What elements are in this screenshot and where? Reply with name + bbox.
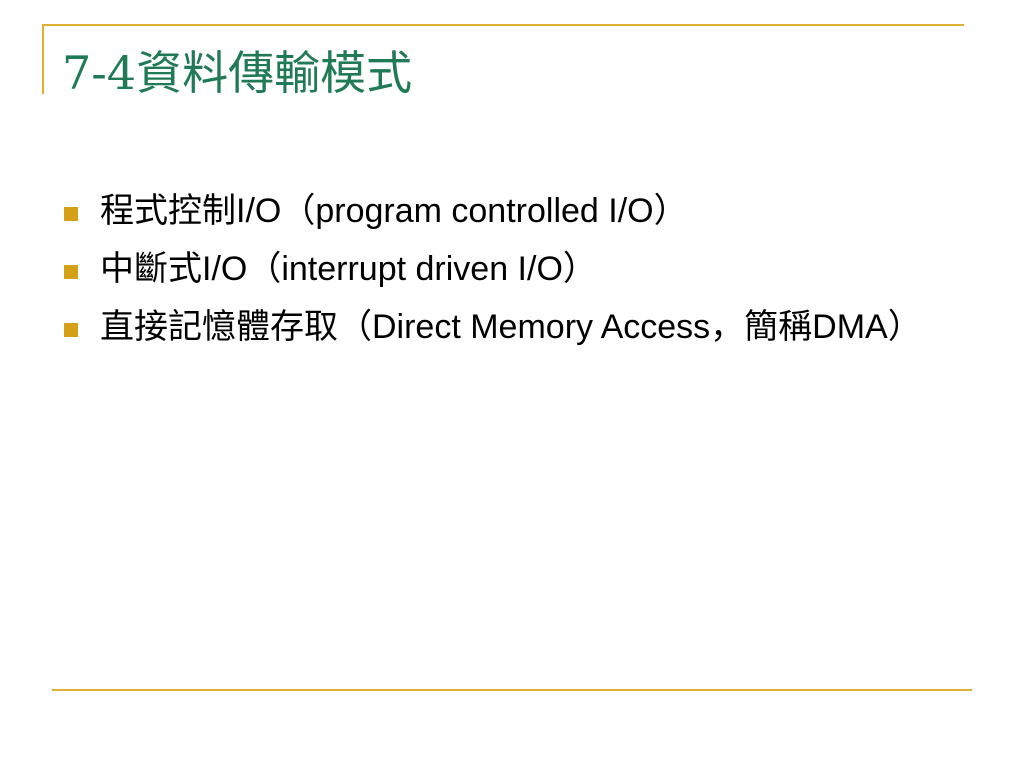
slide-title: 7-4資料傳輸模式 [62, 46, 413, 100]
square-bullet-icon [64, 265, 78, 279]
bullet-item: 中斷式I/O（interrupt driven I/O） [64, 246, 964, 292]
top-accent-line [42, 24, 964, 26]
square-bullet-icon [64, 323, 78, 337]
bullet-text: 中斷式I/O（interrupt driven I/O） [100, 250, 597, 288]
bullet-item: 直接記憶體存取（Direct Memory Access，簡稱DMA） [64, 304, 964, 350]
left-accent-line [42, 24, 44, 94]
bottom-accent-line [52, 689, 972, 691]
bullet-list: 程式控制I/O（program controlled I/O） 中斷式I/O（i… [64, 188, 964, 362]
bullet-text: 程式控制I/O（program controlled I/O） [100, 192, 688, 230]
bullet-text: 直接記憶體存取（Direct Memory Access，簡稱DMA） [100, 308, 922, 346]
bullet-item: 程式控制I/O（program controlled I/O） [64, 188, 964, 234]
square-bullet-icon [64, 207, 78, 221]
